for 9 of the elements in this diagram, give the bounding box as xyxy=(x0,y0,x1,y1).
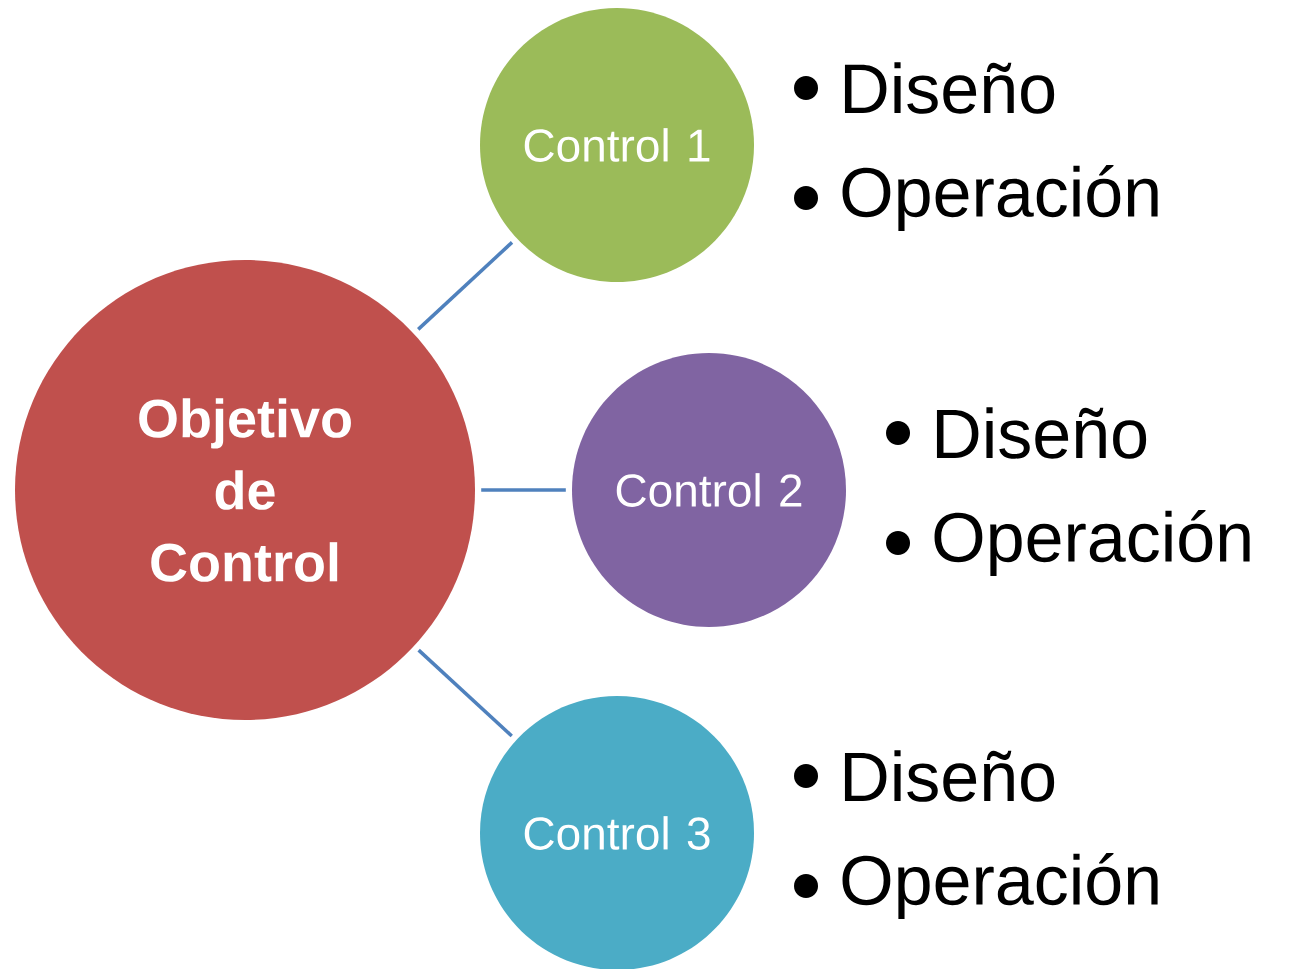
bullet-item: Diseño xyxy=(794,750,1055,802)
bullet-item: Diseño xyxy=(886,407,1147,459)
bullet-item: Operación xyxy=(794,164,1158,232)
connector-line xyxy=(417,648,513,738)
connector-line xyxy=(417,241,514,331)
bullet-item: Operación xyxy=(886,510,1250,577)
bullet-item: Operación xyxy=(794,853,1158,920)
connector-line xyxy=(481,488,566,492)
bullet-item: Diseño xyxy=(794,62,1055,114)
